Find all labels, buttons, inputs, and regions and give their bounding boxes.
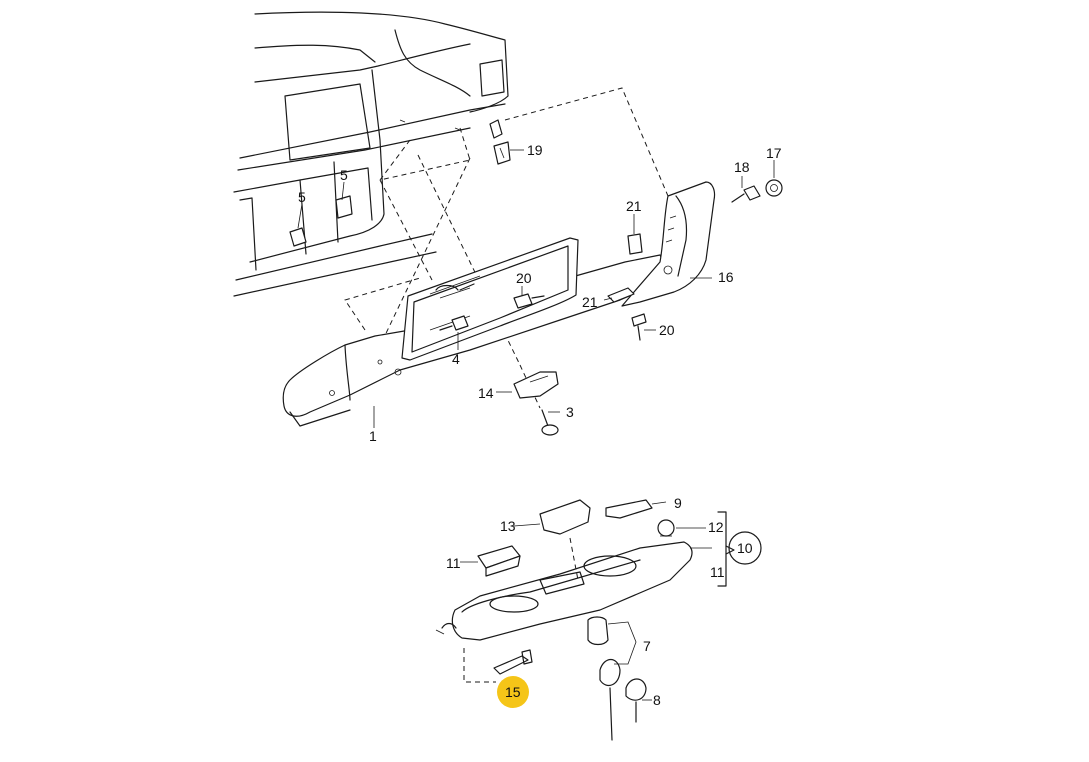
screw-3	[541, 409, 559, 436]
glovebox-frame	[282, 237, 664, 427]
clip-5-right	[335, 195, 353, 219]
leader-lines	[297, 149, 775, 701]
glovebox-lid	[435, 537, 693, 683]
highlighted-part-15[interactable]: 15	[497, 676, 529, 708]
screw-20-right	[631, 313, 647, 341]
callout-13: 13	[500, 518, 516, 534]
callout-17: 17	[766, 145, 782, 161]
callout-5-left: 5	[298, 189, 306, 205]
callout-20-center: 20	[516, 270, 532, 286]
callout-10-circle	[728, 531, 762, 565]
callout-10: 10	[737, 540, 753, 556]
callout-9: 9	[674, 495, 682, 511]
callout-11-right: 11	[710, 564, 725, 580]
callout-14: 14	[478, 385, 494, 401]
callout-20-right: 20	[659, 322, 675, 338]
latch-13	[539, 499, 591, 535]
callout-1: 1	[369, 428, 377, 444]
callout-3: 3	[566, 404, 574, 420]
clip-19	[493, 141, 511, 165]
pad-11	[477, 545, 521, 577]
bumper-12	[657, 519, 675, 537]
callout-12: 12	[708, 519, 724, 535]
hinge-pin-15	[493, 649, 533, 675]
callout-21-upper: 21	[626, 198, 642, 214]
key-7	[599, 658, 621, 741]
callout-18: 18	[734, 159, 750, 175]
screw-18	[731, 185, 761, 203]
screw-20-center	[513, 293, 545, 309]
callout-21-lower: 21	[582, 294, 598, 310]
callout-15: 15	[505, 684, 521, 700]
callout-labels: 1 3 4 5 5 7 8 9 10 11 11 12 13 14 16 17 …	[298, 142, 782, 708]
callout-7: 7	[643, 638, 651, 654]
callout-8: 8	[653, 692, 661, 708]
callout-19: 19	[527, 142, 543, 158]
dashboard-panel	[233, 11, 509, 297]
screw-4	[439, 315, 469, 331]
callout-4: 4	[452, 351, 460, 367]
key-8	[625, 678, 647, 723]
lock-cylinder-7	[587, 616, 609, 646]
callout-5-right: 5	[340, 167, 348, 183]
clip-21-upper	[627, 233, 643, 255]
bracket-14	[513, 371, 559, 399]
callout-16: 16	[718, 269, 734, 285]
clip-21-lower	[607, 287, 635, 303]
nut-17	[765, 179, 783, 197]
clip-5-left	[289, 227, 307, 247]
callout-11-left: 11	[446, 555, 461, 571]
side-trim-panel	[621, 181, 716, 307]
handle-9	[605, 499, 653, 519]
